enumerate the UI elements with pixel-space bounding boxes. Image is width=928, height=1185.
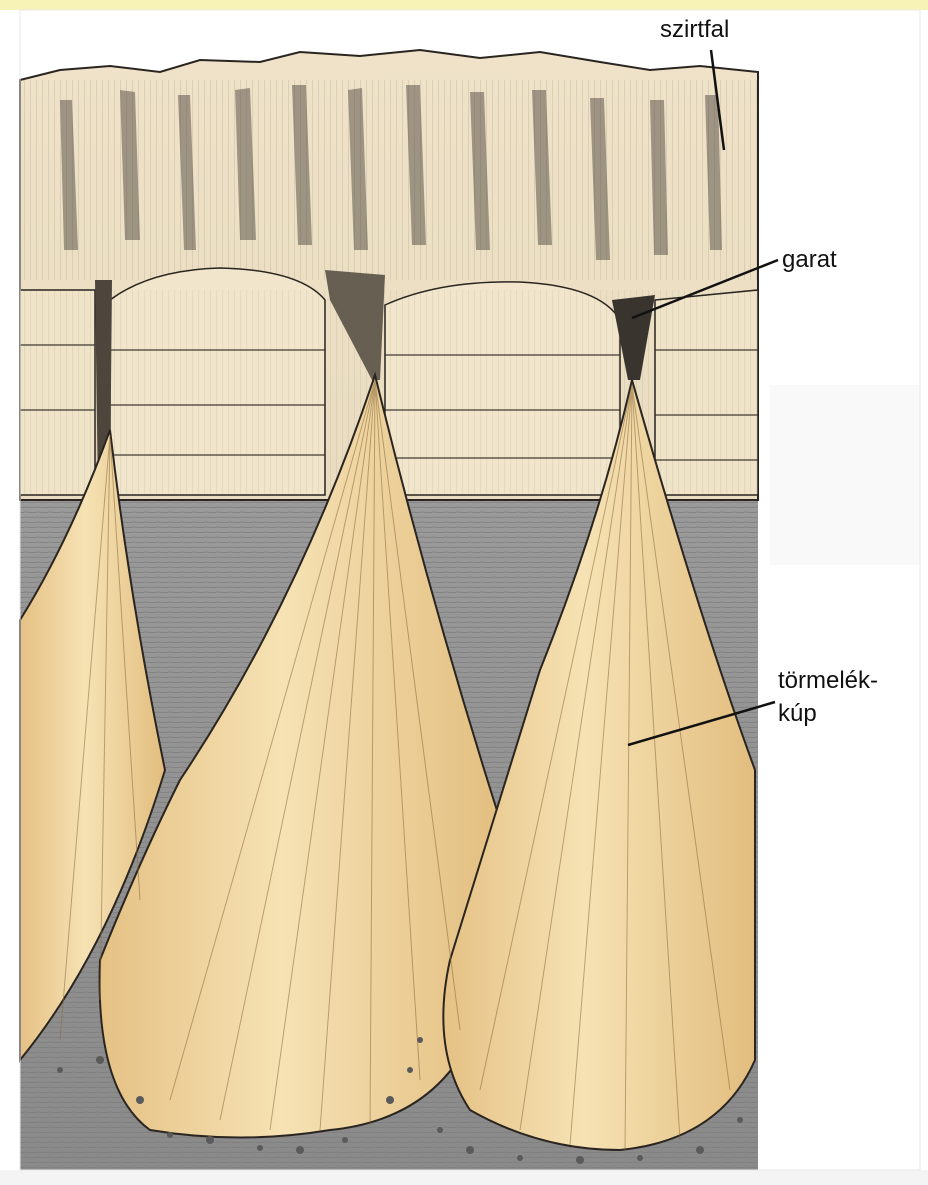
label-cliff-wall: szirtfal xyxy=(660,16,729,44)
frame-bottom xyxy=(0,1170,928,1185)
label-debris-cone-line2: kúp xyxy=(778,700,817,728)
background-faint-panel xyxy=(770,385,920,565)
label-gully: garat xyxy=(782,246,837,274)
label-debris-cone-line1: törmelék- xyxy=(778,667,878,695)
top-band xyxy=(0,0,928,10)
